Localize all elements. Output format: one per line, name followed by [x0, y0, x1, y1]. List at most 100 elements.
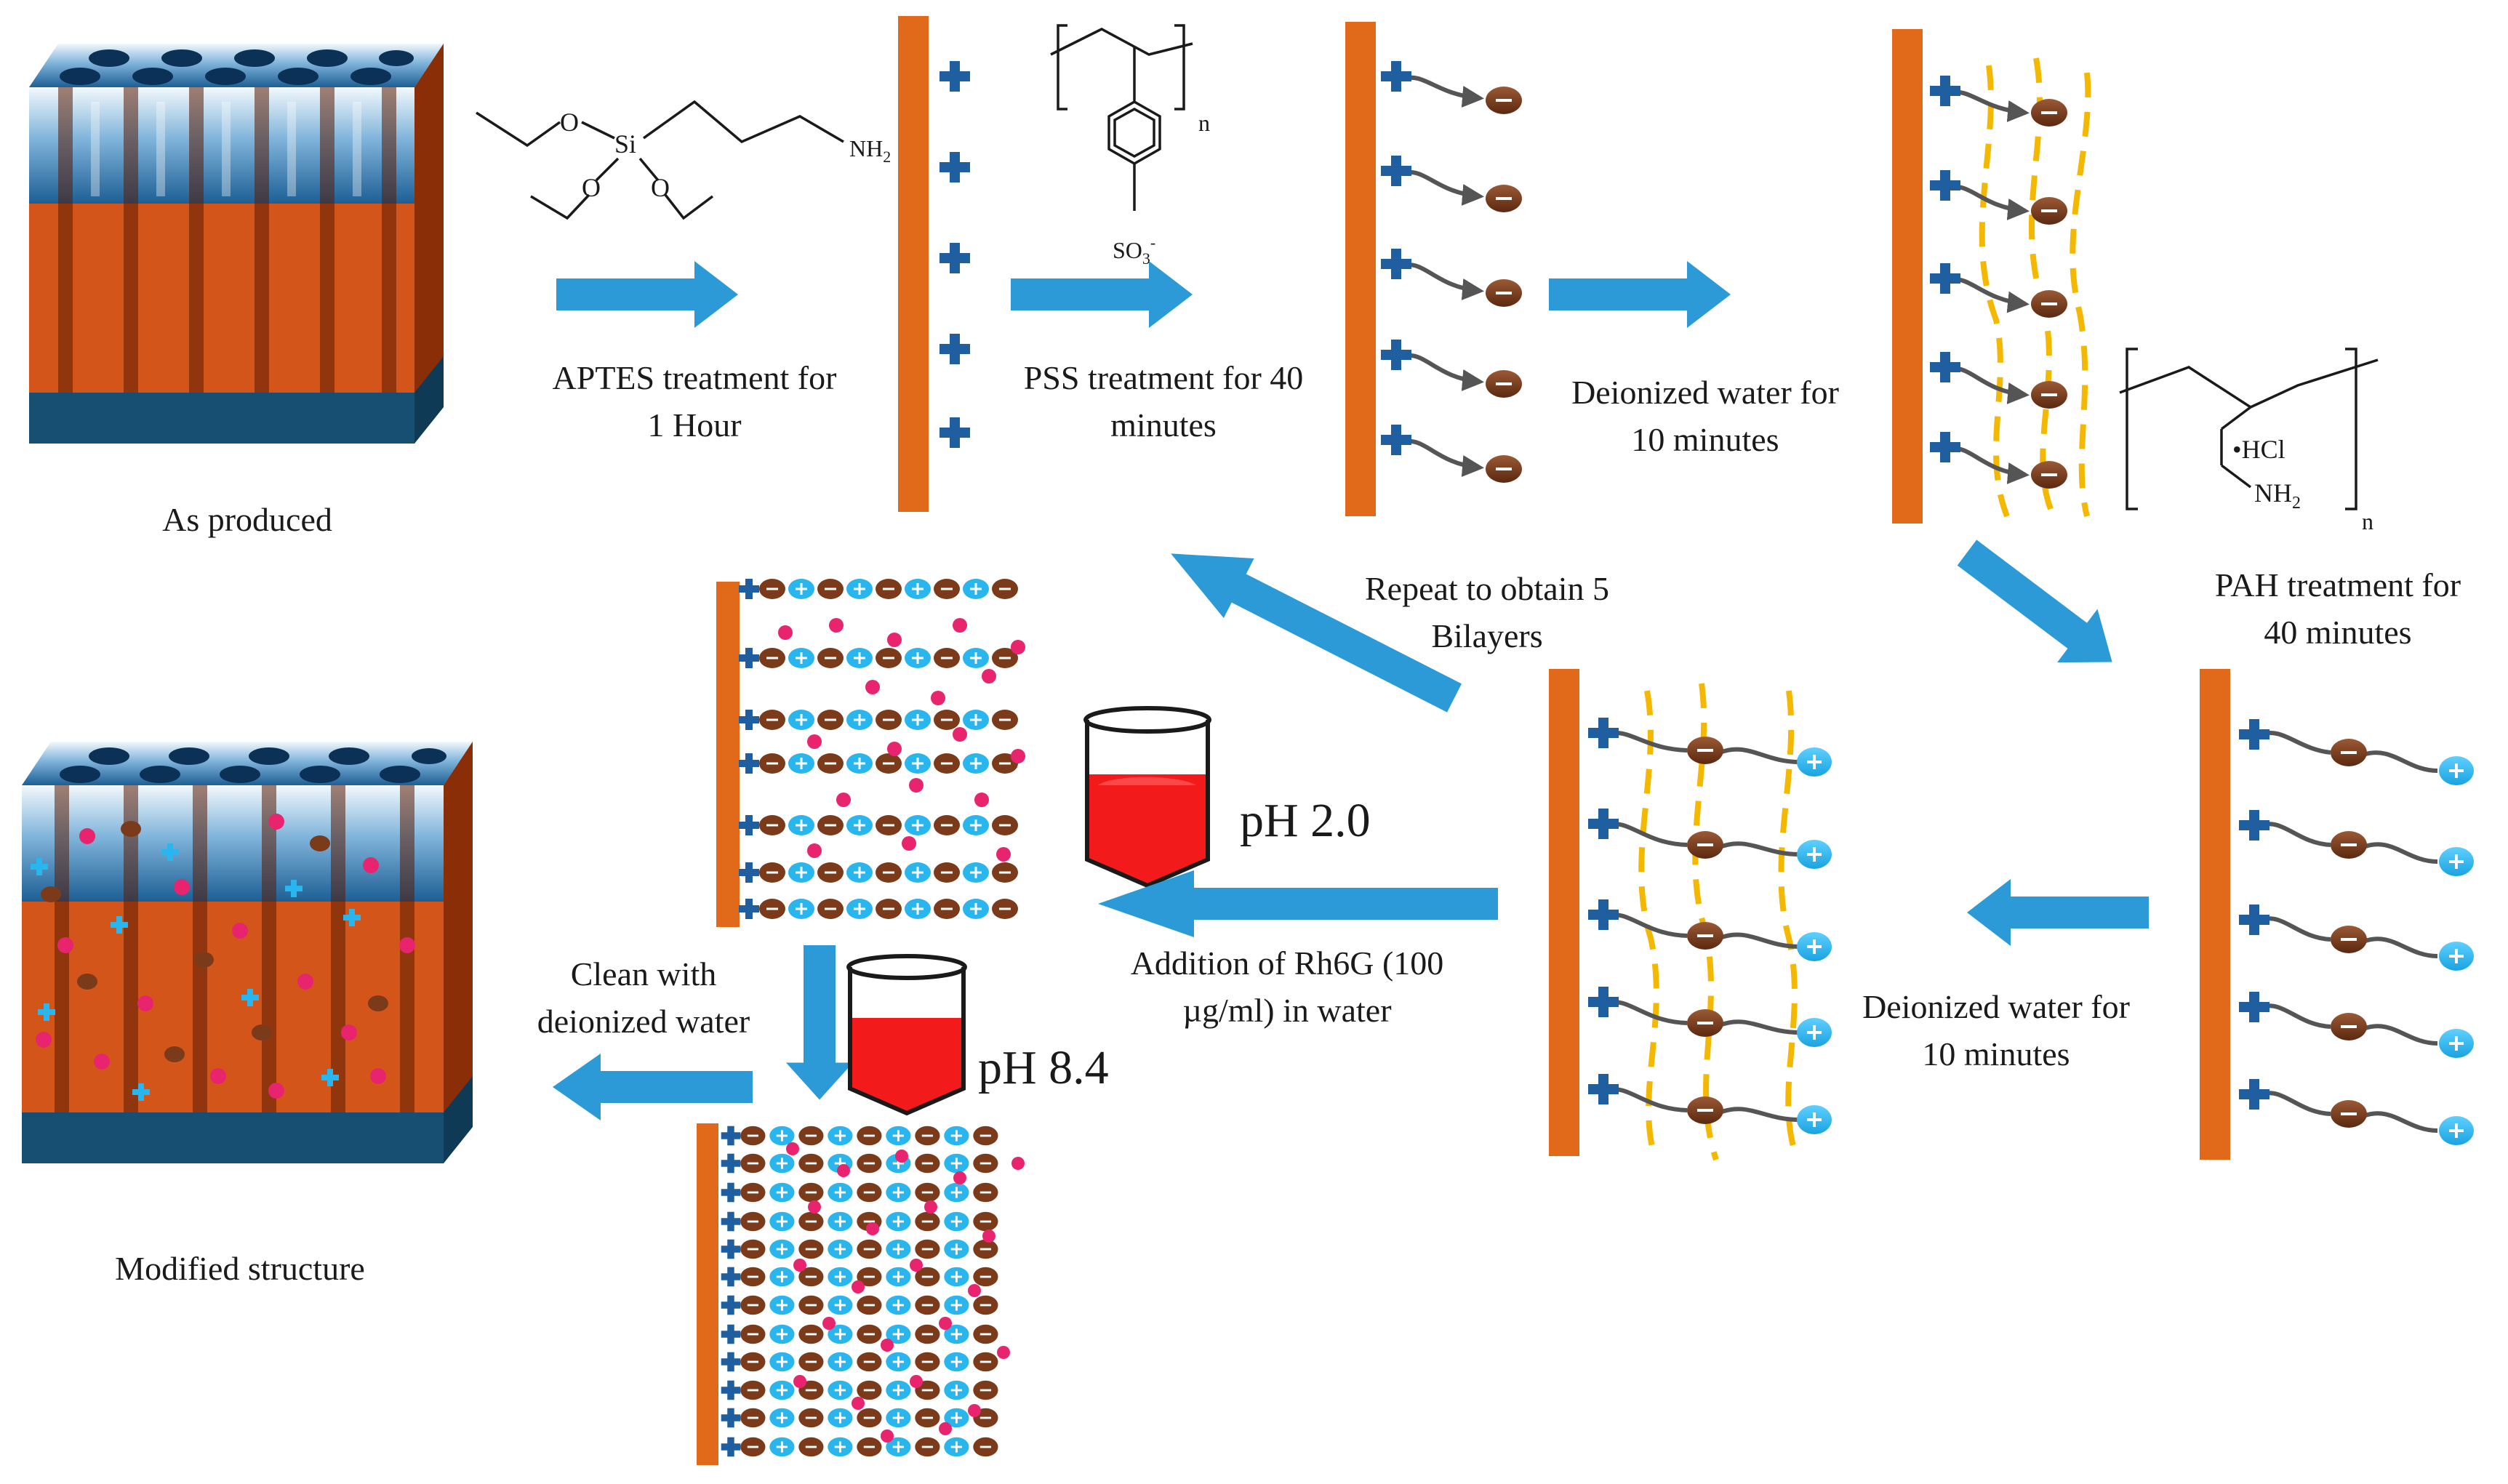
label-diw1-line2: 10 minutes	[1631, 421, 1779, 458]
pss-so3: SO3-	[1113, 233, 1155, 268]
arrow-pah	[1947, 526, 2133, 689]
stack-cation	[886, 1380, 911, 1400]
dye-particle	[982, 669, 996, 683]
arrow-clean	[553, 1054, 753, 1120]
stack-plus-mark	[721, 1267, 741, 1287]
stack-anion	[915, 1267, 940, 1287]
stack-cation	[828, 1380, 853, 1400]
arrow-rinse-2	[1967, 879, 2149, 946]
dye-particle	[793, 1375, 806, 1388]
stack-plus-mark	[721, 1437, 741, 1457]
label-pss-line1: PSS treatment for 40	[1024, 359, 1304, 396]
dye-particle	[793, 1259, 806, 1272]
stack-cation	[944, 1267, 969, 1287]
stack-anion	[857, 1324, 882, 1344]
label-rh6g-line2: µg/ml) in water	[1182, 992, 1391, 1029]
label-clean-line2: deionized water	[537, 1003, 750, 1040]
label-pah-line1: PAH treatment for	[2215, 566, 2461, 603]
dye-particle	[866, 1222, 879, 1235]
stack-anion	[798, 1267, 824, 1287]
stack-cation	[886, 1352, 911, 1372]
stack-anion	[740, 1211, 766, 1232]
stack-anion	[973, 1380, 998, 1400]
stack-anion	[973, 1239, 998, 1259]
dye-particle	[974, 793, 989, 807]
dye-particle	[996, 847, 1011, 862]
porous-block-modified	[22, 742, 473, 1163]
stack-plus-mark	[721, 1211, 741, 1232]
stack-anion	[759, 899, 785, 919]
dye-particle	[910, 1375, 923, 1388]
aptes-si: Si	[614, 129, 636, 159]
stack-anion	[798, 1126, 824, 1146]
stack-cation	[846, 862, 873, 883]
stack-anion	[857, 1126, 882, 1146]
stack-anion	[992, 648, 1018, 668]
stack-anion	[992, 815, 1018, 835]
stack-anion	[934, 710, 960, 730]
stack-cation	[828, 1211, 853, 1232]
stack-anion	[876, 753, 902, 774]
stack-anion	[740, 1126, 766, 1146]
stack-anion	[973, 1211, 998, 1232]
stack-anion	[915, 1153, 940, 1174]
stack-cation	[963, 862, 989, 883]
stack-cation	[788, 648, 814, 668]
stack-cation	[886, 1324, 911, 1344]
stack-plus-mark	[721, 1352, 741, 1372]
stack-anion	[973, 1126, 998, 1146]
stack-cation	[769, 1352, 795, 1372]
stack-plus-mark	[739, 862, 759, 883]
aptes-nh2: NH2	[849, 135, 891, 166]
stack-anion	[973, 1182, 998, 1203]
embedded-cations	[31, 843, 361, 1101]
stack-cation	[944, 1408, 969, 1428]
stage-pah-adsorbed	[2200, 669, 2474, 1160]
stack-cation	[828, 1352, 853, 1372]
dye-particle	[939, 1422, 952, 1435]
stack-anion	[798, 1352, 824, 1372]
stack-cation	[828, 1267, 853, 1287]
stack-anion	[857, 1182, 882, 1203]
dye-particle	[881, 1429, 894, 1443]
stage-pss-rinsed	[1892, 29, 2091, 524]
stack-anion	[817, 815, 844, 835]
dye-particle	[865, 680, 880, 694]
dye-particle	[807, 734, 822, 749]
stack-cation	[846, 899, 873, 919]
stack-anion	[740, 1352, 766, 1372]
stack-anion	[740, 1295, 766, 1315]
stack-cation	[944, 1239, 969, 1259]
arrow-aptes	[556, 261, 738, 328]
stack-cation	[846, 648, 873, 668]
stack-anion	[934, 648, 960, 668]
stack-anion	[876, 815, 902, 835]
stack-anion	[798, 1408, 824, 1428]
stack-cation	[828, 1295, 853, 1315]
dye-particle	[939, 1317, 952, 1330]
dye-particle	[807, 843, 822, 858]
pss-molecule	[1050, 24, 1193, 211]
stack-anion	[876, 579, 902, 599]
stack-cation	[886, 1126, 911, 1146]
stack-cation	[886, 1182, 911, 1203]
dye-particle	[909, 778, 924, 793]
stack-cation	[886, 1295, 911, 1315]
label-ph-high: pH 8.4	[978, 1041, 1109, 1094]
stack-cation	[846, 753, 873, 774]
stack-anion	[798, 1295, 824, 1315]
stack-cation	[788, 579, 814, 599]
stack-cation	[769, 1295, 795, 1315]
stack-cation	[944, 1182, 969, 1203]
stack-cation	[788, 815, 814, 835]
stage-aptes-surface	[898, 16, 970, 512]
stack-anion	[915, 1182, 940, 1203]
stack-plus-mark	[739, 579, 759, 599]
stack-anion	[857, 1153, 882, 1174]
pss-n: n	[1198, 110, 1210, 136]
stack-cation	[769, 1211, 795, 1232]
stack-anion	[857, 1295, 882, 1315]
stack-cation	[828, 1126, 853, 1146]
stack-anion	[992, 710, 1018, 730]
stack-plus-mark	[739, 648, 759, 668]
